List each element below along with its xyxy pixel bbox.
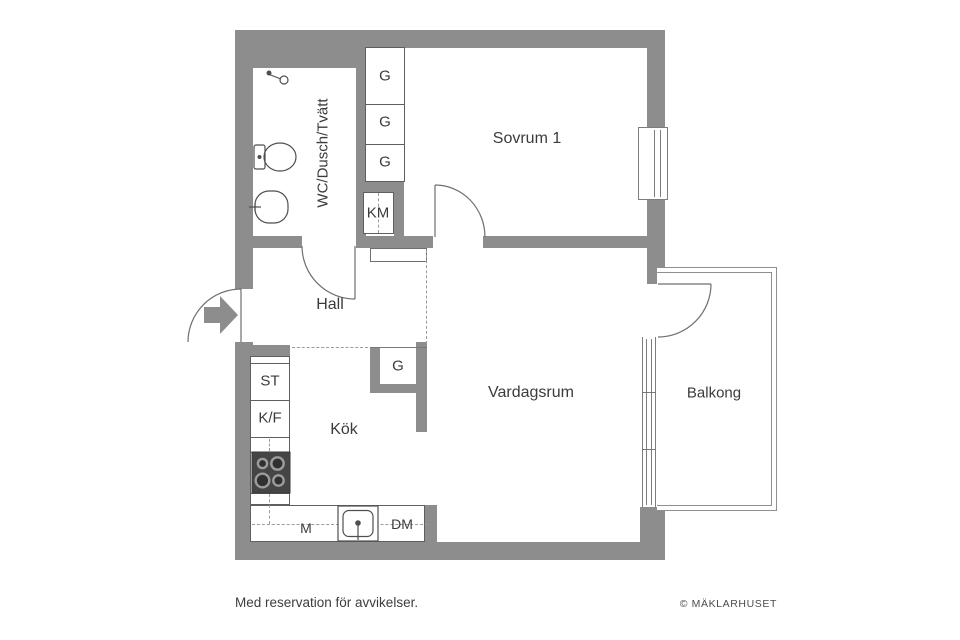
wardrobe-label: G bbox=[379, 113, 391, 131]
kitchen-dash-tick-upper bbox=[269, 439, 270, 451]
kitchen-wardrobe-label: G bbox=[392, 357, 404, 375]
hall-living-boundary bbox=[426, 250, 427, 344]
counter-divider bbox=[251, 363, 289, 364]
entrance-arrow-icon bbox=[204, 296, 238, 334]
dishwasher-label: DM bbox=[391, 516, 413, 532]
exterior-wall-left-lower bbox=[235, 342, 253, 560]
copyright-text: © MÄKLARHUSET bbox=[679, 598, 777, 610]
living-room-window-pane bbox=[646, 339, 652, 505]
balcony-inner-rail bbox=[657, 272, 772, 506]
kitchen-living-stub-wall bbox=[416, 342, 427, 432]
hall-shelf bbox=[370, 248, 427, 262]
wardrobe-label: G bbox=[379, 153, 391, 171]
disclaimer-text: Med reservation för avvikelser. bbox=[235, 595, 419, 610]
living-room-window bbox=[642, 337, 656, 507]
balcony-label: Balkong bbox=[686, 384, 742, 402]
living-room-label: Vardagsrum bbox=[488, 384, 574, 401]
kitchen-label: Kök bbox=[330, 421, 358, 438]
exterior-wall-left-upper bbox=[235, 30, 253, 289]
bedroom-label: Sovrum 1 bbox=[492, 130, 562, 147]
counter-divider bbox=[251, 493, 289, 494]
exterior-wall-right-lower bbox=[640, 507, 665, 560]
dishwasher-right-stub-wall bbox=[425, 505, 437, 543]
bathroom-top-wall bbox=[235, 30, 370, 68]
wardrobe-divider bbox=[366, 104, 404, 105]
bedroom-window-pane bbox=[654, 130, 661, 197]
bathroom-bottom-wall bbox=[235, 236, 302, 248]
bathroom-door bbox=[301, 245, 356, 300]
counter-divider bbox=[251, 437, 289, 438]
closet-bottom-wall bbox=[366, 182, 404, 192]
washbasin-icon bbox=[249, 190, 289, 224]
counter-divider bbox=[251, 400, 289, 401]
shower-icon bbox=[266, 70, 289, 85]
living-room-window-tick-2 bbox=[642, 449, 656, 450]
washing-machine-dash bbox=[378, 193, 379, 233]
bedroom-window bbox=[638, 127, 668, 200]
exterior-wall-bottom bbox=[235, 542, 665, 560]
counter-divider bbox=[251, 452, 289, 453]
km-right-wall bbox=[394, 182, 404, 240]
wardrobe-column bbox=[365, 47, 405, 182]
micro-label: M bbox=[300, 520, 312, 536]
cleaning-closet-label: ST bbox=[260, 372, 280, 390]
counter-top-stub-wall bbox=[250, 345, 290, 356]
toilet-icon bbox=[253, 142, 297, 172]
hall-kitchen-boundary bbox=[292, 347, 368, 348]
kitchen-closet-bottom-wall bbox=[370, 384, 427, 393]
living-room-window-tick-1 bbox=[642, 392, 656, 393]
wardrobe-divider bbox=[366, 144, 404, 145]
kitchen-closet-top-line bbox=[370, 347, 427, 348]
kitchen-closet-left-wall bbox=[370, 348, 380, 393]
kitchen-dash-vertical bbox=[269, 494, 270, 524]
fridge-freezer-label: K/F bbox=[258, 409, 282, 427]
hall-label: Hall bbox=[316, 296, 344, 313]
entry-door bbox=[187, 288, 242, 343]
bedroom-living-divider-wall bbox=[483, 236, 665, 248]
hall-top-wall bbox=[356, 236, 433, 248]
bathroom-right-wall bbox=[356, 58, 366, 246]
bedroom-door bbox=[434, 184, 486, 238]
exterior-wall-right-upper bbox=[647, 30, 665, 127]
wardrobe-label: G bbox=[379, 67, 391, 85]
bathroom-label: WC/Dusch/Tvätt bbox=[314, 98, 332, 208]
washing-machine-label: KM bbox=[366, 204, 390, 222]
